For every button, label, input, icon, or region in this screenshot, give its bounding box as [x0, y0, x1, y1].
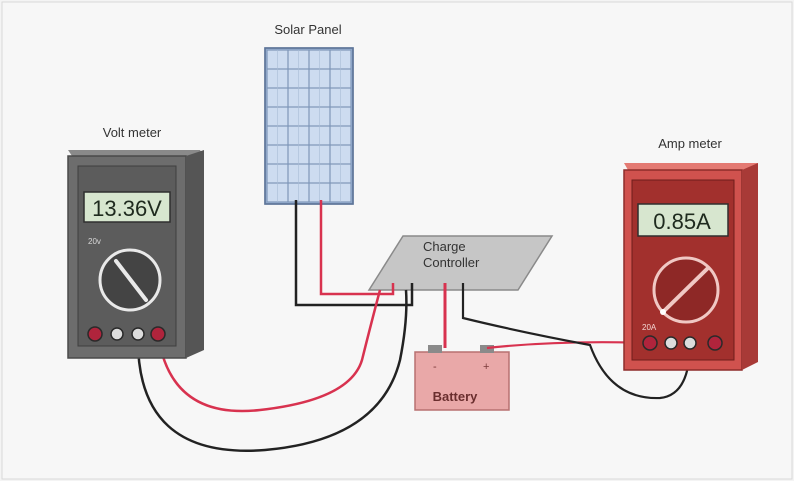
volt-meter-range: 20v: [88, 237, 101, 246]
volt-meter-reading: 13.36V: [92, 196, 162, 221]
amp-meter-label: Amp meter: [658, 136, 722, 151]
wire-voltmeter-negative: [136, 289, 408, 452]
amp-meter-reading: 0.85A: [653, 209, 711, 234]
volt-meter-dial-pointer: [114, 259, 148, 302]
amp-meter-display: [637, 203, 729, 237]
charge-controller: [367, 235, 554, 291]
amp-meter-range: 20A: [642, 323, 657, 332]
battery: - +: [414, 345, 510, 411]
wire-controller-ampmeter: [461, 283, 692, 400]
wire-panel-positive: [319, 200, 395, 296]
svg-text:-: -: [433, 361, 437, 373]
solar-panel-label: Solar Panel: [274, 22, 341, 37]
charge-controller-label-2: Controller: [423, 255, 480, 270]
volt-meter-display: [83, 191, 171, 223]
volt-meter-label: Volt meter: [103, 125, 162, 140]
wire-panel-negative: [294, 200, 414, 307]
solar-panel: [264, 47, 354, 205]
charge-controller-label-1: Charge: [423, 239, 466, 254]
wire-voltmeter-positive: [156, 289, 382, 413]
amp-meter: [623, 163, 758, 371]
amp-meter-dial-pointer: [661, 266, 710, 314]
volt-meter: [67, 150, 204, 359]
svg-text:+: +: [483, 361, 489, 373]
battery-label: Battery: [433, 389, 479, 404]
